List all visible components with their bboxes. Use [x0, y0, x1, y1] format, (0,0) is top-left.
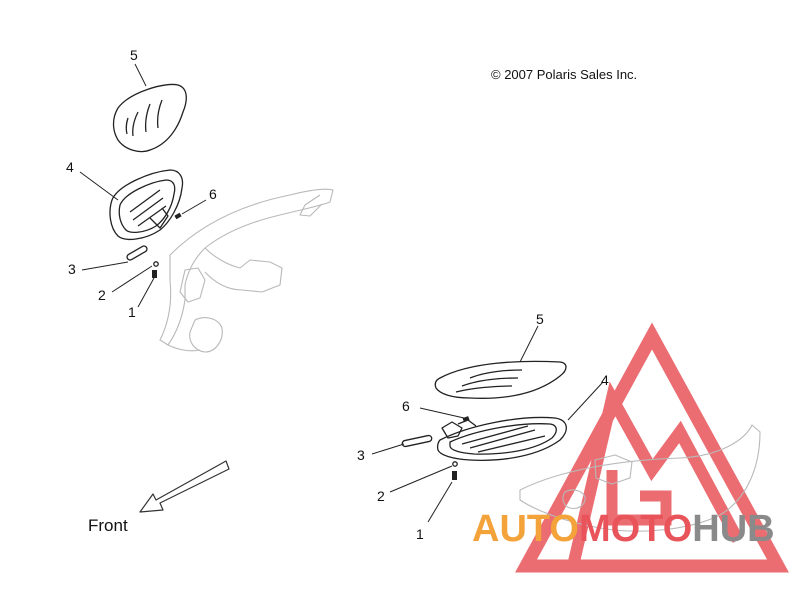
footpad-right — [434, 360, 567, 399]
leader-right-1 — [427, 481, 453, 523]
spring-right — [462, 416, 470, 422]
frame-ghost-right — [519, 424, 761, 532]
cotter-right — [452, 471, 457, 480]
leader-left-3 — [81, 261, 129, 271]
copyright-text: © 2007 Polaris Sales Inc. — [491, 67, 637, 82]
callout-left-4: 4 — [66, 159, 74, 175]
leader-right-6 — [419, 407, 465, 419]
callout-left-3: 3 — [68, 261, 76, 277]
footrest-right — [436, 416, 567, 461]
front-label: Front — [88, 516, 128, 535]
leader-left-5 — [134, 63, 147, 87]
watermark-inner-stroke — [567, 381, 744, 568]
footrest-left — [109, 169, 184, 241]
callout-left-6: 6 — [209, 186, 217, 202]
watermark-part-hub: HUB — [692, 508, 774, 550]
leader-left-6 — [181, 199, 207, 215]
front-arrow-icon — [139, 460, 230, 513]
washer-right — [452, 461, 458, 467]
watermark-triangle — [515, 322, 789, 573]
watermark-part-auto: AUTO — [472, 508, 579, 550]
leader-left-4 — [79, 171, 119, 201]
leader-left-2 — [111, 265, 153, 293]
callout-left-1: 1 — [128, 304, 136, 320]
callout-right-4: 4 — [601, 372, 609, 388]
leader-left-1 — [137, 277, 155, 308]
watermark-part-moto: MOTO — [579, 508, 692, 550]
pin-right — [401, 434, 433, 448]
leader-right-4 — [567, 381, 604, 421]
callout-left-2: 2 — [98, 287, 106, 303]
watermark-logo — [515, 322, 789, 573]
leader-right-5 — [519, 325, 539, 363]
frame-ghost-left — [159, 188, 334, 353]
leader-right-2 — [389, 465, 453, 493]
watermark-text: AUTOMOTOHUB — [472, 508, 775, 550]
pin-left — [126, 245, 148, 261]
spring-left — [174, 212, 182, 220]
leader-right-3 — [371, 443, 405, 455]
watermark-g-shape — [606, 470, 672, 526]
callout-right-6: 6 — [402, 398, 410, 414]
callout-right-3: 3 — [357, 447, 365, 463]
callout-right-5: 5 — [536, 311, 544, 327]
cotter-left — [152, 270, 157, 278]
callout-left-5: 5 — [130, 47, 138, 63]
washer-left — [153, 261, 159, 267]
footpad-left — [112, 83, 187, 153]
callout-right-1: 1 — [416, 526, 424, 542]
callout-right-2: 2 — [377, 488, 385, 504]
